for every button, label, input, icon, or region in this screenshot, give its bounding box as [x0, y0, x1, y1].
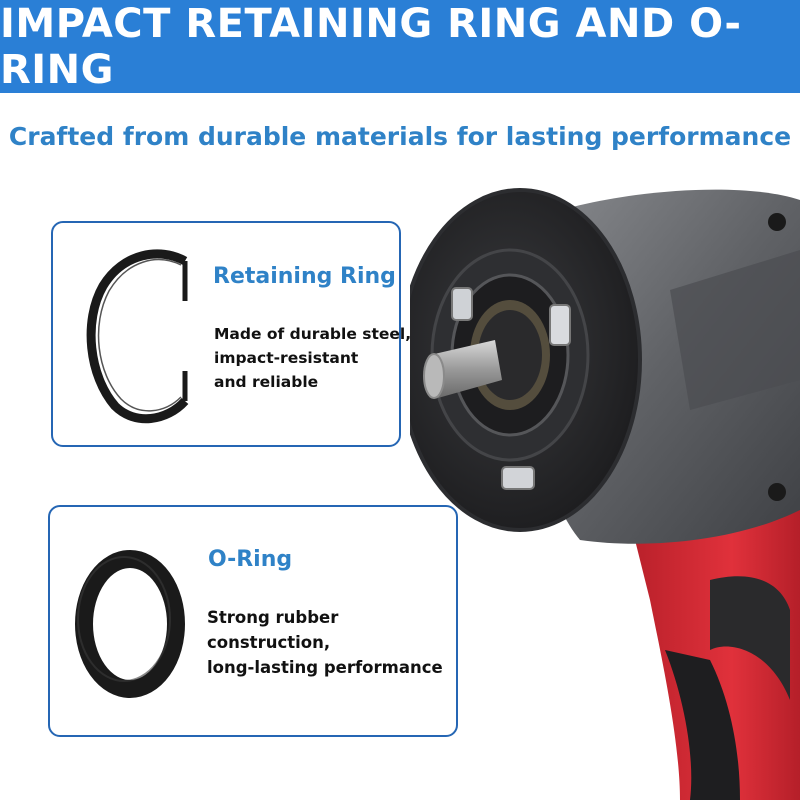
retaining-ring-description: Made of durable steel, impact-resistant …	[214, 322, 411, 394]
description-line: long-lasting performance	[207, 658, 443, 677]
page-subtitle: Crafted from durable materials for lasti…	[8, 122, 792, 151]
o-ring-icon	[75, 550, 185, 698]
description-line: Made of durable steel,	[214, 325, 412, 343]
description-line: Strong rubber	[207, 608, 339, 627]
header-banner: IMPACT RETAINING RING AND O-RING	[0, 0, 800, 93]
o-ring-card: O-Ring Strong rubber construction, long-…	[48, 505, 458, 737]
description-line: construction,	[207, 633, 331, 652]
o-ring-description: Strong rubber construction, long-lasting…	[207, 605, 443, 680]
description-line: and reliable	[214, 373, 319, 391]
retaining-ring-icon	[86, 249, 189, 424]
impact-wrench-image	[410, 188, 800, 800]
retaining-ring-title: Retaining Ring	[213, 264, 396, 289]
retaining-ring-card: Retaining Ring Made of durable steel, im…	[51, 221, 411, 447]
description-line: impact-resistant	[214, 349, 359, 367]
o-ring-title: O-Ring	[208, 547, 293, 572]
page-title: IMPACT RETAINING RING AND O-RING	[0, 0, 742, 93]
